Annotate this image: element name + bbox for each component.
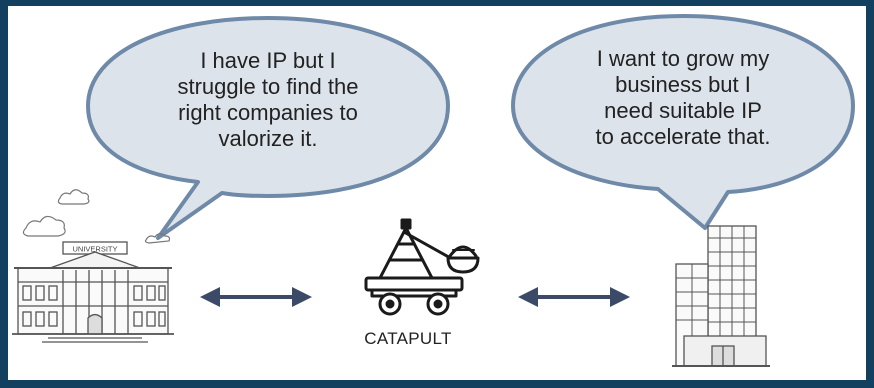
- right-bubble-line: I want to grow my: [596, 46, 770, 71]
- diagram-frame: UNIVERSITY: [8, 6, 866, 380]
- right-bubble-text: I want to grow my business but I need su…: [528, 46, 838, 150]
- catapult-icon: [364, 218, 480, 316]
- right-speech-bubble: [511, 14, 855, 230]
- office-building-icon: [672, 225, 770, 367]
- left-bubble-line: valorize it.: [218, 126, 318, 151]
- university-building-icon: UNIVERSITY: [12, 241, 174, 343]
- university-sign: UNIVERSITY: [72, 245, 117, 254]
- catapult-label: CATAPULT: [364, 329, 452, 348]
- right-bubble-line: need suitable IP: [604, 98, 762, 123]
- cloud-icon: [22, 189, 171, 244]
- right-bubble-line: business but I: [615, 72, 751, 97]
- diagram-scene: UNIVERSITY: [12, 14, 855, 367]
- right-bubble-line: to accelerate that.: [595, 124, 771, 149]
- left-bubble-line: right companies to: [178, 100, 358, 125]
- left-bubble-text: I have IP but I struggle to find the rig…: [108, 48, 428, 152]
- left-bubble-line: I have IP but I: [200, 48, 336, 73]
- left-bubble-line: struggle to find the: [177, 74, 359, 99]
- left-speech-bubble: [86, 16, 450, 240]
